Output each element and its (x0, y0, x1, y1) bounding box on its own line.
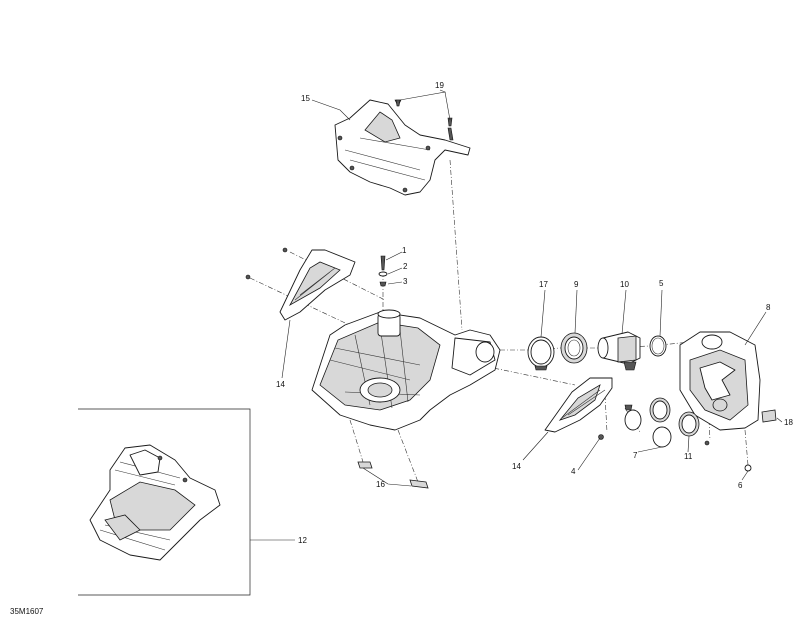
inset-assembled-view-part-12 (78, 408, 251, 596)
callout-16: 16 (376, 480, 385, 489)
callout-19: 19 (435, 81, 444, 90)
screws-part-19 (395, 99, 453, 127)
callout-18: 18 (784, 418, 793, 427)
clamp-part-17 (527, 336, 555, 371)
callout-14-right: 14 (512, 462, 521, 471)
airbox-housing (311, 309, 501, 431)
clips-part-16 (357, 461, 429, 489)
callout-10: 10 (620, 280, 629, 289)
assembly-lines (249, 159, 749, 483)
screws-parts-4-6 (598, 434, 752, 472)
callout-14-left: 14 (276, 380, 285, 389)
oring-part-5 (649, 335, 667, 357)
callout-9: 9 (574, 280, 579, 289)
hardware-parts-1-3 (378, 255, 388, 287)
callout-7: 7 (633, 451, 638, 460)
adapter-part-10 (597, 331, 641, 371)
callout-6: 6 (738, 481, 743, 490)
callout-5: 5 (659, 279, 664, 288)
callout-1: 1 (402, 246, 407, 255)
callout-8: 8 (766, 303, 771, 312)
side-panel-part-14-left (245, 247, 356, 321)
couplings-part-11 (649, 397, 700, 437)
callout-3: 3 (403, 277, 408, 286)
callout-17: 17 (539, 280, 548, 289)
side-panel-part-14-right (544, 377, 613, 433)
callout-4: 4 (571, 467, 576, 476)
label-part-18 (761, 409, 777, 423)
leader-lines (250, 89, 783, 541)
clamps-part-7 (624, 404, 672, 448)
callout-2: 2 (403, 262, 408, 271)
upper-cover-part-15 (334, 99, 471, 196)
callout-12: 12 (298, 536, 307, 545)
filter-housing-part-8 (679, 331, 761, 431)
coupling-part-9 (560, 332, 588, 364)
callout-15: 15 (301, 94, 310, 103)
callout-labels: 1 2 3 4 5 6 7 8 9 10 11 12 14 14 15 16 1… (276, 81, 793, 545)
callout-11: 11 (684, 452, 693, 461)
drawing-code: 35M1607 (10, 607, 44, 616)
